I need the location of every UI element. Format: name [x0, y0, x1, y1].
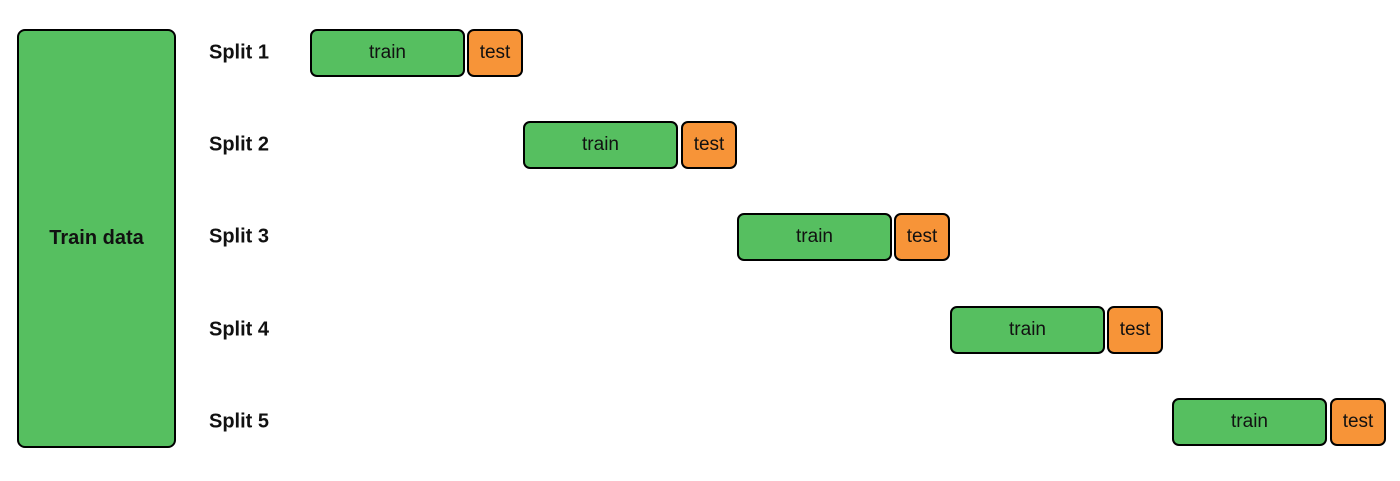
- split-label: Split 3: [209, 225, 270, 248]
- split-label: Split 4: [209, 318, 270, 341]
- train-data-label: Train data: [49, 227, 144, 249]
- test-bar: test: [467, 29, 523, 77]
- split-label: Split 2: [209, 133, 270, 156]
- test-bar: test: [1107, 306, 1163, 354]
- split-label: Split 5: [209, 410, 270, 433]
- test-bar: test: [1330, 398, 1386, 446]
- train-bar: train: [950, 306, 1105, 354]
- train-bar: train: [737, 213, 892, 261]
- train-bar: train: [1172, 398, 1327, 446]
- test-bar: test: [894, 213, 950, 261]
- test-bar: test: [681, 121, 737, 169]
- train-bar: train: [310, 29, 465, 77]
- split-label: Split 1: [209, 41, 270, 64]
- train-bar: train: [523, 121, 678, 169]
- train-data-box: Train data: [17, 29, 176, 448]
